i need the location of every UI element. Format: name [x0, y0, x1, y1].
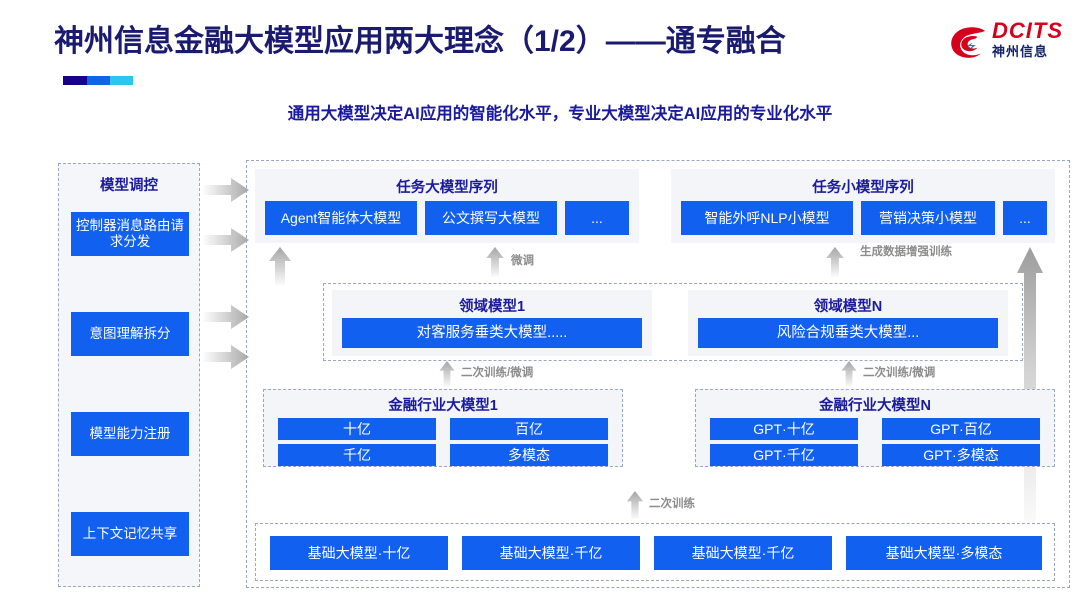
industry-n-item-4[interactable]: GPT·多模态 [882, 444, 1040, 466]
control-item-router[interactable]: 控制器消息路由请求分发 [71, 212, 189, 256]
accent-segment-3 [109, 76, 133, 85]
dcits-swirl-icon [951, 27, 985, 58]
logo-cn-text: 神州信息 [992, 44, 1049, 59]
domain-model-n-item[interactable]: 风险合规垂类大模型... [698, 318, 998, 348]
flow-arrow-right-2 [203, 228, 249, 252]
page-title: 神州信息金融大模型应用两大理念（1/2）——通专融合 [54, 25, 786, 58]
accent-bar [63, 76, 133, 85]
control-item-registry[interactable]: 模型能力注册 [71, 412, 189, 456]
industry-n-item-1[interactable]: GPT·十亿 [710, 418, 858, 440]
industry-1-item-3[interactable]: 千亿 [278, 444, 436, 466]
industry-1-item-1[interactable]: 十亿 [278, 418, 436, 440]
task-small-item-2[interactable]: 营销决策小模型 [861, 201, 995, 235]
arrow-up-retrain-base [626, 491, 644, 519]
base-model-4[interactable]: 基础大模型·多模态 [846, 536, 1042, 570]
model-stack-container: 任务大模型序列 Agent智能体大模型 公文撰写大模型 ... 任务小模型序列 … [246, 160, 1070, 588]
logo-text: DCITS 神州信息 [992, 20, 1063, 60]
base-model-2[interactable]: 基础大模型·千亿 [462, 536, 640, 570]
industry-model-n-title: 金融行业大模型N [819, 398, 931, 414]
model-control-panel: 模型调控 控制器消息路由请求分发 意图理解拆分 模型能力注册 上下文记忆共享 [58, 163, 200, 587]
arrow-label-retrain-left: 二次训练/微调 [461, 367, 534, 379]
industry-model-n: 金融行业大模型N GPT·十亿 GPT·百亿 GPT·千亿 GPT·多模态 [695, 389, 1055, 467]
flow-arrow-right-1 [203, 178, 249, 202]
domain-model-n-title: 领域模型N [813, 299, 883, 315]
industry-models-row: 金融行业大模型1 十亿 百亿 千亿 多模态 金融行业大模型N GPT·十亿 GP… [255, 385, 1055, 471]
arrow-label-retrain: 二次训练 [649, 498, 695, 510]
task-small-model-sequence: 任务小模型序列 智能外呼NLP小模型 营销决策小模型 ... [671, 169, 1055, 243]
domain-model-1: 领域模型1 对客服务垂类大模型..... [332, 290, 652, 356]
arrow-up-retrain-right [841, 361, 857, 387]
accent-segment-1 [63, 76, 87, 85]
brand-logo: DCITS 神州信息 [948, 20, 1068, 70]
base-models-row: 基础大模型·十亿 基础大模型·千亿 基础大模型·千亿 基础大模型·多模态 [255, 523, 1055, 581]
arrow-up-tall-right [1017, 247, 1043, 523]
page-subtitle: 通用大模型决定AI应用的智能化水平，专业大模型决定AI应用的专业化水平 [287, 105, 833, 123]
task-big-item-1[interactable]: Agent智能体大模型 [265, 201, 417, 235]
arrow-up-finetune [486, 247, 504, 277]
arrow-up-data-aug [826, 247, 844, 277]
model-control-title: 模型调控 [100, 178, 158, 194]
task-small-item-1[interactable]: 智能外呼NLP小模型 [681, 201, 853, 235]
industry-n-item-3[interactable]: GPT·千亿 [710, 444, 858, 466]
industry-model-1: 金融行业大模型1 十亿 百亿 千亿 多模态 [263, 389, 623, 467]
industry-1-item-2[interactable]: 百亿 [450, 418, 608, 440]
task-small-title: 任务小模型序列 [812, 180, 914, 196]
arrow-up-retrain-left [439, 361, 455, 387]
base-model-3[interactable]: 基础大模型·千亿 [654, 536, 832, 570]
task-big-item-3[interactable]: ... [565, 201, 629, 235]
flow-arrow-right-4 [203, 345, 249, 369]
task-big-item-2[interactable]: 公文撰写大模型 [425, 201, 557, 235]
industry-model-1-title: 金融行业大模型1 [388, 398, 498, 414]
task-big-model-sequence: 任务大模型序列 Agent智能体大模型 公文撰写大模型 ... [255, 169, 639, 243]
base-model-1[interactable]: 基础大模型·十亿 [270, 536, 448, 570]
accent-segment-2 [86, 76, 110, 85]
domain-model-1-item[interactable]: 对客服务垂类大模型..... [342, 318, 642, 348]
task-big-title: 任务大模型序列 [396, 180, 498, 196]
industry-n-item-2[interactable]: GPT·百亿 [882, 418, 1040, 440]
arrow-up-big-left [269, 247, 291, 285]
domain-models-container: 领域模型1 对客服务垂类大模型..... 领域模型N 风险合规垂类大模型... [323, 283, 1023, 361]
arrow-label-finetune: 微调 [511, 255, 534, 267]
task-small-item-3[interactable]: ... [1003, 201, 1047, 235]
arrow-label-data-aug: 生成数据增强训练 [860, 246, 952, 258]
arrow-label-retrain-right: 二次训练/微调 [863, 367, 936, 379]
domain-model-n: 领域模型N 风险合规垂类大模型... [688, 290, 1008, 356]
industry-1-item-4[interactable]: 多模态 [450, 444, 608, 466]
logo-en-text: DCITS [992, 18, 1063, 43]
domain-model-1-title: 领域模型1 [458, 299, 526, 315]
control-item-context[interactable]: 上下文记忆共享 [71, 512, 189, 556]
flow-arrow-right-3 [203, 305, 249, 329]
control-item-intent[interactable]: 意图理解拆分 [71, 312, 189, 356]
